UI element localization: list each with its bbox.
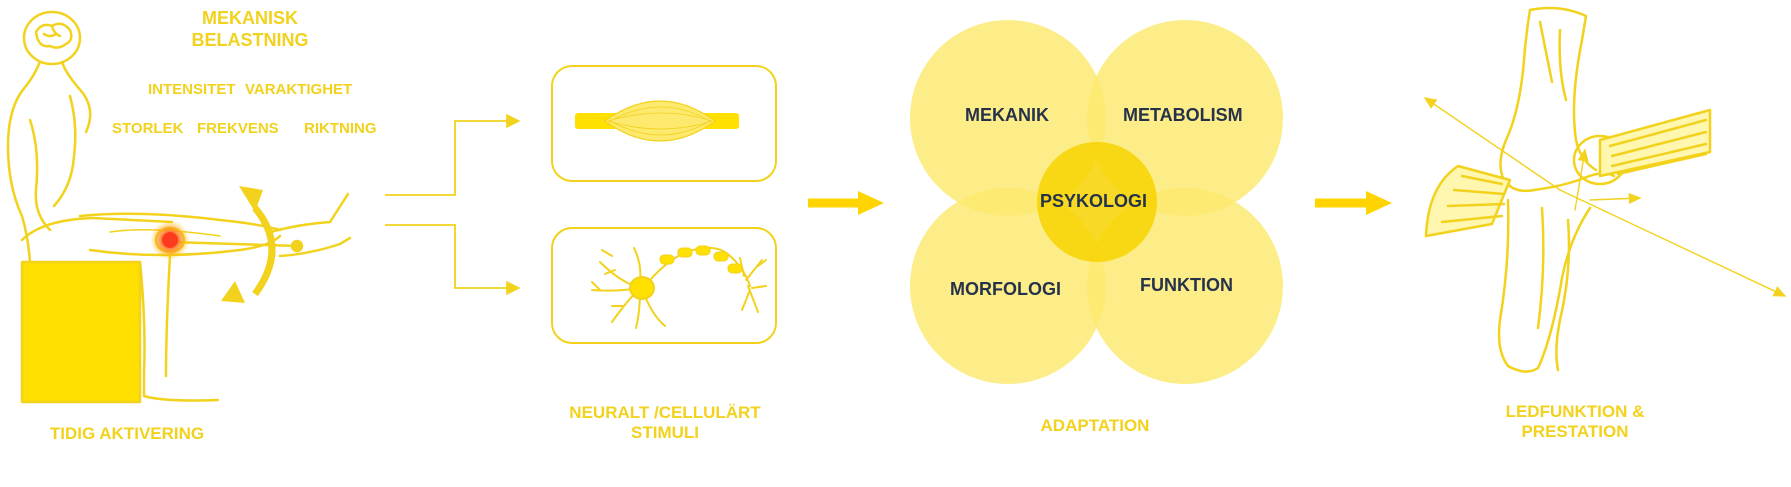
- stage-outcome-line1: LEDFUNKTION &: [1505, 402, 1645, 421]
- stage-stimuli: NEURALT /CELLULÄRT STIMULI: [540, 403, 790, 444]
- stage-adaptation: ADAPTATION: [1040, 416, 1150, 435]
- load-title-line2: BELASTNING: [191, 29, 309, 50]
- stage-stimuli-line1: NEURALT /CELLULÄRT: [569, 403, 761, 422]
- venn-label-mekanik: MEKANIK: [965, 105, 1049, 125]
- seated-person-knee-extension-icon: [6, 10, 352, 404]
- knee-joint-icon: [1423, 6, 1787, 373]
- stage-outcome: LEDFUNKTION & PRESTATION: [1475, 402, 1675, 443]
- stage-stimuli-line2: STIMULI: [631, 423, 699, 443]
- venn-label-psykologi: PSYKOLOGI: [1040, 191, 1148, 211]
- load-title: MEKANISK BELASTNING: [180, 8, 320, 51]
- venn-diagram: [910, 20, 1283, 384]
- venn-label-funktion: FUNKTION: [1140, 275, 1233, 295]
- load-param-direction: RIKTNING: [304, 120, 377, 137]
- venn-circle-psykologi: [1037, 142, 1157, 262]
- load-param-frequency: FREKVENS: [197, 120, 279, 137]
- neuron-icon: [551, 227, 777, 344]
- motion-arc-arrow-icon: [221, 186, 276, 303]
- load-param-magnitude: STORLEK: [112, 120, 184, 137]
- venn-label-metabolism: METABOLISM: [1123, 105, 1243, 125]
- load-param-duration: VARAKTIGHET: [245, 81, 353, 98]
- knee-hotspot-core: [162, 232, 178, 248]
- load-title-line1: MEKANISK: [201, 8, 298, 28]
- muscle-fiber-icon: [551, 65, 777, 182]
- branch-arrows: [385, 113, 521, 296]
- venn-label-morfologi: MORFOLOGI: [950, 279, 1061, 299]
- load-param-intensity: INTENSITET: [148, 81, 236, 98]
- stage-early-activation: TIDIG AKTIVERING: [49, 424, 205, 443]
- bench-shape: [20, 260, 142, 404]
- thick-arrows: [808, 191, 1392, 215]
- stage-outcome-line2: PRESTATION: [1521, 422, 1629, 442]
